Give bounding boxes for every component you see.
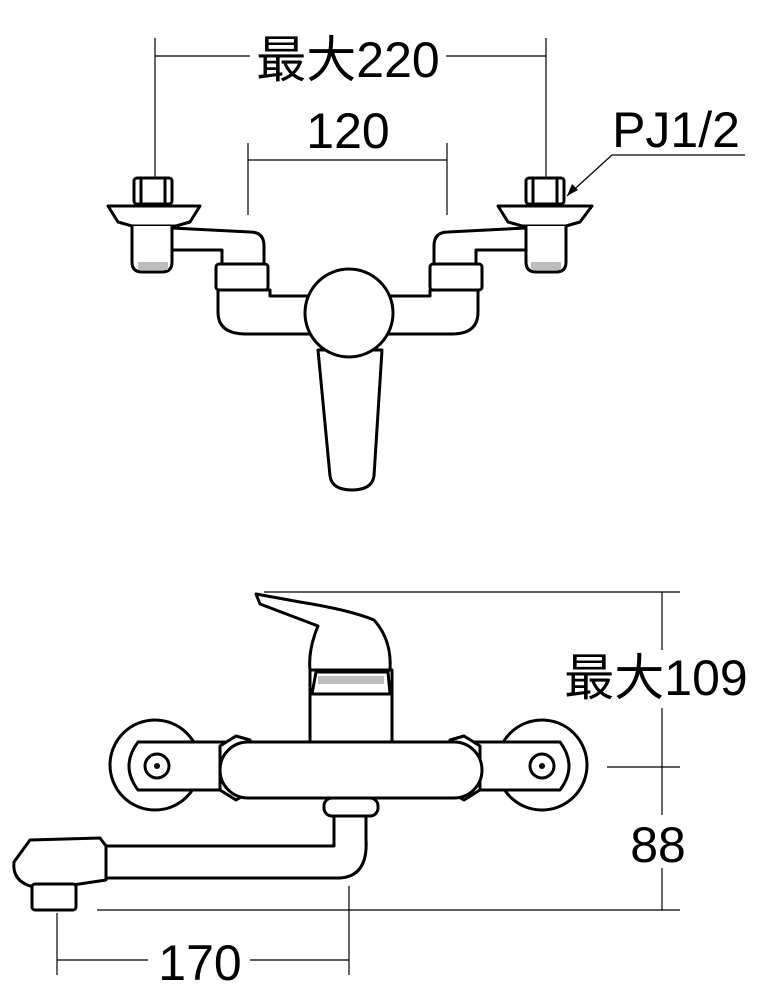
left-eccentric-leg <box>106 176 266 274</box>
lever-handle <box>316 348 384 492</box>
aerator-outlet <box>30 882 78 912</box>
right-eccentric-leg <box>432 176 594 274</box>
spout-ring <box>322 796 380 818</box>
spacing-label: 120 <box>306 103 389 159</box>
max-height-label: 最大109 <box>564 650 747 706</box>
spout-reach-label: 170 <box>158 935 241 991</box>
dimension-spout-reach: 170 <box>56 886 350 991</box>
spout-pipe <box>98 814 368 880</box>
dimension-max-spacing: 最大220 <box>154 30 547 178</box>
side-body <box>218 740 484 800</box>
left-nut <box>214 262 270 292</box>
max-spacing-label: 最大220 <box>256 32 439 88</box>
dimension-spacing: 120 <box>247 103 448 215</box>
thread-callout: PJ1/2 <box>566 102 745 197</box>
right-wall-flange <box>464 718 589 812</box>
dimension-height: 最大109 88 <box>97 591 748 911</box>
handle-hub <box>303 267 395 359</box>
aerator-head <box>12 836 108 888</box>
side-lever <box>254 592 392 672</box>
right-nut <box>428 262 484 292</box>
left-wall-flange <box>108 718 232 812</box>
front-view: 最大220 120 PJ1/2 <box>106 30 745 492</box>
height-label: 88 <box>630 817 686 873</box>
thread-label: PJ1/2 <box>612 102 740 158</box>
side-view: 最大109 88 170 <box>12 591 748 991</box>
